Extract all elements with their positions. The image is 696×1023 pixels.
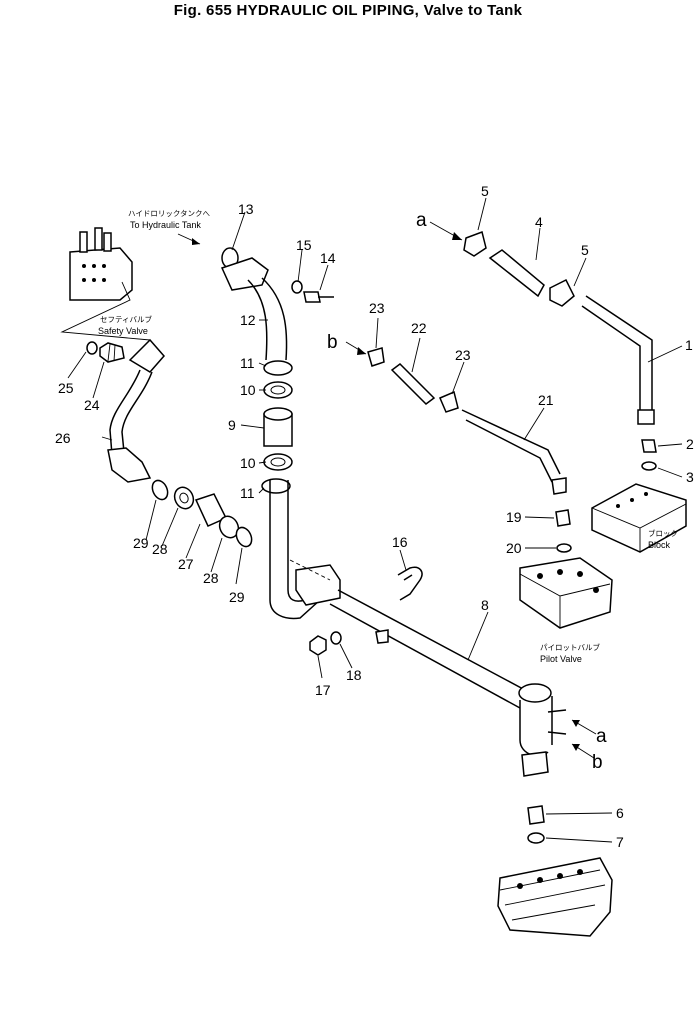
pilot-valve-note-en: Pilot Valve [540,654,582,664]
part-10-ring-upper [263,381,293,399]
callout-28: 28 [152,541,168,557]
callout-18: 18 [346,667,362,683]
part-8-main-pipe [269,480,567,777]
callout-5: 5 [481,183,489,199]
callout-26: 26 [55,430,71,446]
part-10-ring-lower [263,453,293,471]
part-18-washer [330,631,342,645]
part-20-oring [556,543,572,553]
connection-label-a-bottom: a [596,726,607,747]
callout-2: 2 [686,436,694,452]
safety-valve-drawing [60,227,151,341]
part-17-nut [309,635,327,656]
callout-16: 16 [392,534,408,550]
callout-25: 25 [58,380,74,396]
part-1-tube [581,295,655,425]
part-26-hose [107,338,165,483]
callout-28: 28 [203,570,219,586]
part-25-oring [86,341,98,355]
callout-10: 10 [240,382,256,398]
part-5-clamp-a [463,231,487,257]
block-note-jp: ブロック [648,528,678,538]
part-2-adapter [641,439,657,453]
callout-9: 9 [228,417,236,433]
callout-24: 24 [84,397,100,413]
part-5-clamp-b [549,278,575,307]
part-15-washer [291,280,303,294]
pilot-valve-note-jp: パイロットバルブ [540,642,600,652]
block-note-en: Block [648,540,671,550]
callout-6: 6 [616,805,624,821]
callout-14: 14 [320,250,336,266]
connection-label-b-mid: b [327,332,338,353]
part-3-oring [641,461,657,471]
leader-lines [67,197,683,843]
callout-8: 8 [481,597,489,613]
connection-label-b-bottom: b [592,752,603,773]
callout-27: 27 [178,556,194,572]
part-9-hose [263,407,293,447]
part-4-hose [488,249,545,298]
pilot-valve-drawing [519,557,613,629]
callout-15: 15 [296,237,312,253]
callout-20: 20 [506,540,522,556]
callout-4: 4 [535,214,543,230]
part-23-clamp-b [367,347,385,367]
callout-11: 11 [240,485,255,501]
callout-13: 13 [238,201,254,217]
safety-valve-note-jp: セフティバルブ [100,314,153,324]
callout-23: 23 [369,300,385,316]
part-7-oring [527,832,545,844]
part-23-clamp-c [439,390,459,413]
callout-7: 7 [616,834,624,850]
control-valve-drawing [497,857,613,937]
tank-note-en: To Hydraulic Tank [130,220,201,230]
callout-3: 3 [686,469,694,485]
callout-29: 29 [133,535,149,551]
callout-10: 10 [240,455,256,471]
callout-21: 21 [538,392,554,408]
part-11-clamp-lower [261,478,291,494]
callout-19: 19 [506,509,522,525]
part-21-tube [461,409,567,495]
part-22-hose [390,363,436,405]
callout-29: 29 [229,589,245,605]
figure-title: Fig. 655 HYDRAULIC OIL PIPING, Valve to … [173,2,523,19]
callout-12: 12 [240,312,256,328]
connection-label-a-top: a [416,210,427,231]
part-11-clamp-upper [263,360,293,376]
part-16-ubolt [397,566,423,601]
callout-22: 22 [411,320,427,336]
connection-arrows [345,221,597,759]
part-6-adapter [527,805,545,825]
part-12-tube [220,257,288,361]
callout-1: 1 [685,337,693,353]
hose-assembly-27-29 [151,479,253,548]
part-24-adapter [99,342,125,363]
safety-valve-note-en: Safety Valve [98,326,148,336]
part-19-adapter [555,509,571,527]
callout-5: 5 [581,242,589,258]
callout-23: 23 [455,347,471,363]
callout-11: 11 [240,355,255,371]
part-14-bolt [303,291,334,303]
tank-note-jp: ハイドロリックタンクへ [128,209,211,218]
callout-17: 17 [315,682,331,698]
block-drawing [591,483,687,553]
